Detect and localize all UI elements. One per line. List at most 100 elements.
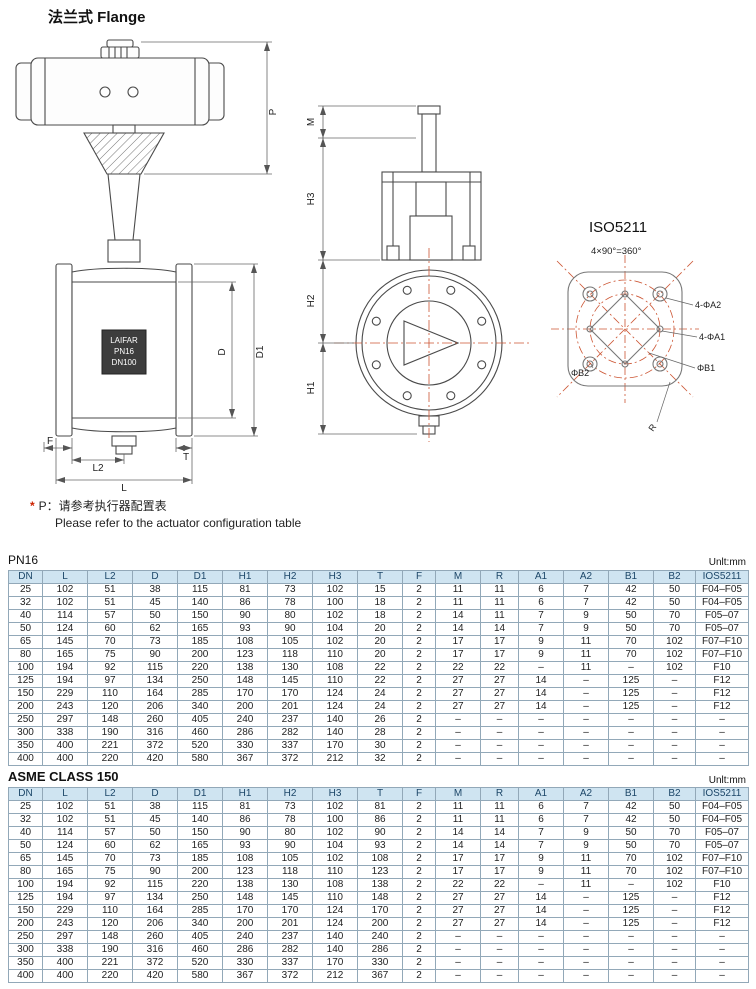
table-cell: 14 — [518, 674, 564, 688]
table-cell: 73 — [132, 852, 178, 866]
table-cell: 90 — [267, 839, 313, 853]
table-cell: – — [563, 752, 609, 766]
table-cell: 17 — [435, 635, 481, 649]
iso-outline — [567, 271, 683, 387]
nameplate-line1: LAIFAR — [110, 336, 138, 345]
table-cell: 93 — [222, 839, 268, 853]
table-cell: 27 — [435, 674, 481, 688]
table-cell: 229 — [42, 687, 88, 701]
column-header: L — [42, 787, 88, 801]
table-cell: 250 — [8, 713, 43, 727]
table-cell: 70 — [608, 648, 654, 662]
table-cell: – — [563, 956, 609, 970]
column-header: DN — [8, 787, 43, 801]
table-cell: 580 — [177, 969, 223, 983]
table-cell: 14 — [518, 687, 564, 701]
table-cell: – — [695, 752, 749, 766]
table-cell: – — [518, 969, 564, 983]
table-cell: 30 — [357, 739, 403, 753]
table-cell: 367 — [357, 969, 403, 983]
table-cell: 97 — [87, 674, 133, 688]
table-cell: 300 — [8, 943, 43, 957]
table-cell: 260 — [132, 930, 178, 944]
table-cell: 282 — [267, 943, 313, 957]
table-cell: 90 — [357, 826, 403, 840]
table-cell: 185 — [177, 852, 223, 866]
table-cell: – — [653, 904, 696, 918]
table-cell: 285 — [177, 687, 223, 701]
table-cell: 150 — [177, 609, 223, 623]
dim-label-l2: L2 — [92, 463, 104, 474]
table-cell: 212 — [312, 969, 358, 983]
table-cell: – — [653, 930, 696, 944]
table-cell: 11 — [563, 865, 609, 879]
table-cell: 138 — [222, 661, 268, 675]
table-cell: 118 — [267, 865, 313, 879]
table-cell: 2 — [402, 687, 436, 701]
table-cell: 170 — [312, 739, 358, 753]
table-cell: 316 — [132, 726, 178, 740]
table-cell: 102 — [42, 583, 88, 597]
table-cell: 400 — [8, 752, 43, 766]
table-cell: 102 — [653, 852, 696, 866]
table-title-asme: ASME CLASS 150 — [8, 769, 119, 784]
table-cell: 70 — [653, 826, 696, 840]
table-cell: 14 — [480, 826, 519, 840]
table-cell: 125 — [608, 917, 654, 931]
table-cell: 7 — [518, 826, 564, 840]
front-dim-labels: P D D1 F L2 T L — [47, 108, 279, 494]
table-cell: 14 — [518, 917, 564, 931]
table-cell: 405 — [177, 930, 223, 944]
table-cell: 250 — [177, 674, 223, 688]
table-cell: 337 — [267, 956, 313, 970]
table-cell: 14 — [435, 622, 481, 636]
table-cell: 405 — [177, 713, 223, 727]
table-cell: 138 — [222, 878, 268, 892]
table-cell: 2 — [402, 813, 436, 827]
table-cell: – — [608, 661, 654, 675]
table-cell: – — [518, 726, 564, 740]
table-cell: 14 — [518, 700, 564, 714]
table-cell: 164 — [132, 904, 178, 918]
table-cell: 145 — [42, 635, 88, 649]
table-cell: 22 — [435, 878, 481, 892]
table-cell: 420 — [132, 752, 178, 766]
table-cell: 2 — [402, 609, 436, 623]
table-cell: 250 — [8, 930, 43, 944]
table-cell: 115 — [177, 800, 223, 814]
table-cell: 65 — [8, 852, 43, 866]
table-cell: 92 — [87, 878, 133, 892]
column-header: IOS5211 — [695, 570, 749, 584]
table-cell: 330 — [357, 956, 403, 970]
table-cell: 2 — [402, 865, 436, 879]
table-cell: – — [518, 661, 564, 675]
column-header: A1 — [518, 570, 564, 584]
table-cell: F04–F05 — [695, 596, 749, 610]
table-cell: 206 — [132, 917, 178, 931]
nameplate: LAIFAR PN16 DN100 — [101, 329, 147, 375]
table-cell: 124 — [312, 700, 358, 714]
table-cell: 115 — [132, 661, 178, 675]
table-cell: 194 — [42, 891, 88, 905]
table-cell: 114 — [42, 826, 88, 840]
table-cell: 337 — [267, 739, 313, 753]
table-cell: 206 — [132, 700, 178, 714]
table-cell: 2 — [402, 726, 436, 740]
table-cell: 50 — [132, 609, 178, 623]
table-cell: 45 — [132, 813, 178, 827]
table-cell: – — [608, 713, 654, 727]
table-cell: 50 — [608, 839, 654, 853]
table-cell: 125 — [608, 687, 654, 701]
table-cell: 165 — [177, 622, 223, 636]
table-cell: 108 — [222, 635, 268, 649]
table-cell: 134 — [132, 674, 178, 688]
table-cell: 51 — [87, 583, 133, 597]
table-cell: 148 — [87, 713, 133, 727]
table-cell: 115 — [177, 583, 223, 597]
table-cell: – — [435, 930, 481, 944]
table-cell: 220 — [87, 752, 133, 766]
